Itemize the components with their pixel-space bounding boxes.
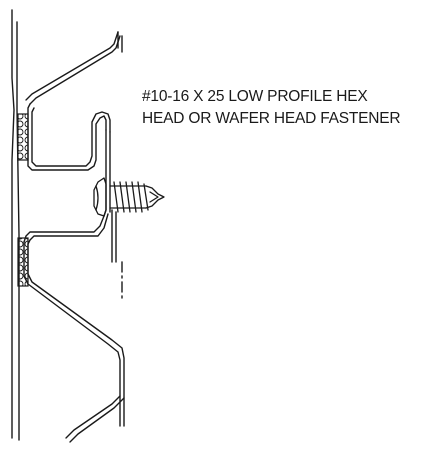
lower-panel-bottom-return-inner [69, 397, 125, 443]
upper-panel-tongue-inner [31, 107, 111, 167]
wall-face-inner-line [16, 21, 20, 441]
lower-panel-outer-skin [23, 241, 121, 427]
hex-head-fastener [93, 177, 165, 217]
fastener-drill-point-icon [145, 185, 165, 209]
fastener-callout-label: #10-16 X 25 LOW PROFILE HEX HEAD OR WAFE… [142, 86, 442, 130]
fastener-threads-icon [113, 181, 149, 213]
fastener-wafer-head-icon [93, 177, 107, 217]
lower-panel-bottom-return-outer [65, 395, 121, 439]
lower-panel-groove-inner [27, 213, 109, 245]
lower-sealant-strip [17, 237, 29, 287]
wall-face-outer-line [11, 9, 15, 439]
lower-panel-groove-outer [23, 215, 105, 243]
upper-sealant-strip [17, 113, 29, 161]
callout-line-1: #10-16 X 25 LOW PROFILE HEX [142, 88, 368, 105]
upper-panel-inner-skin [29, 35, 121, 105]
upper-panel-tongue-outer [27, 103, 107, 171]
upper-panel-outer-skin [25, 31, 119, 101]
callout-line-2: HEAD OR WAFER HEAD FASTENER [142, 110, 401, 127]
lower-panel-inner-skin [27, 243, 125, 427]
